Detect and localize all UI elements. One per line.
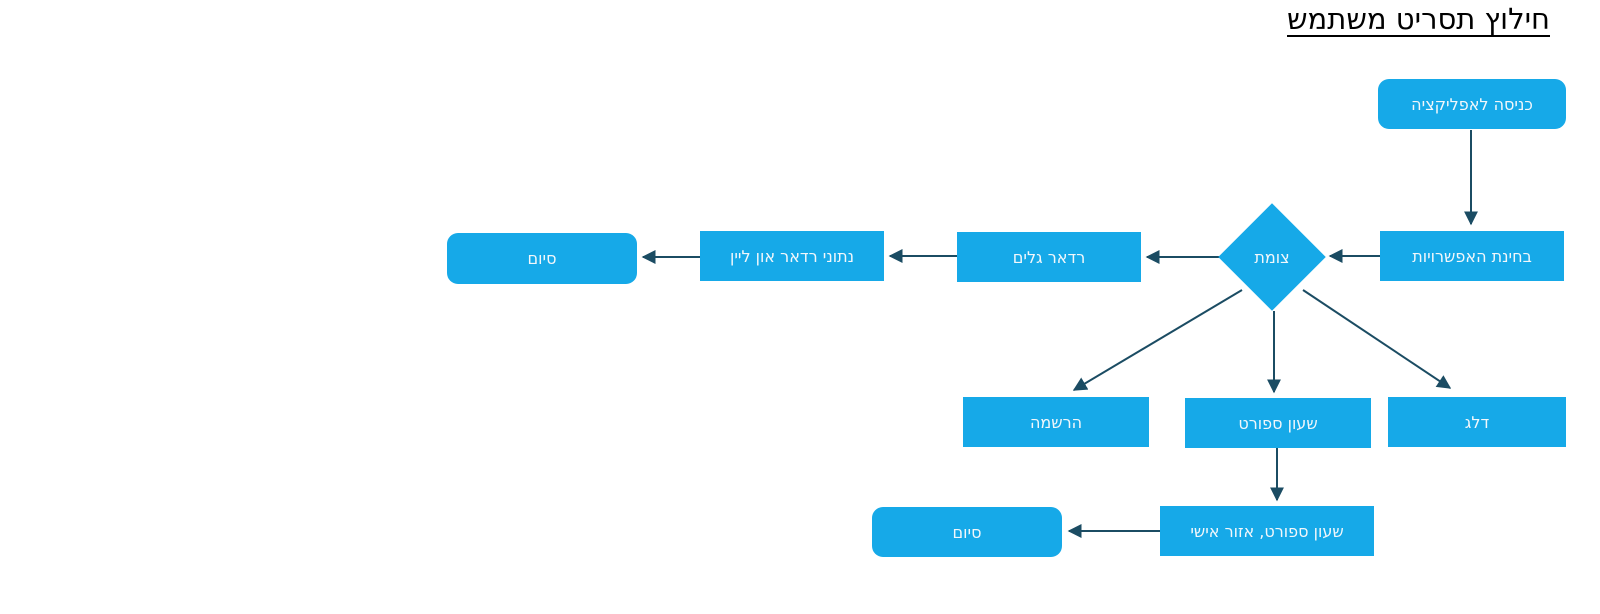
diagram-title: חילוץ תסריט משתמש: [1287, 2, 1550, 36]
edge-junction-skip: [1302, 289, 1452, 389]
node-entry: כניסה לאפליקציה: [1378, 79, 1566, 129]
node-signup: הרשמה: [963, 397, 1149, 447]
node-sport-personal: שעון ספורט, אזור אישי: [1160, 506, 1374, 556]
node-options: בחינת האפשרויות: [1380, 231, 1564, 281]
edge-junction-signup: [1072, 289, 1243, 391]
node-end-left: סיום: [447, 233, 637, 284]
node-radar: רדאר גלים: [957, 232, 1141, 282]
node-junction-label: צומת: [1254, 247, 1290, 267]
node-radar-data: נתוני רדאר און ליין: [700, 231, 884, 281]
node-end-bottom: סיום: [872, 507, 1062, 557]
node-sport-watch: שעון ספורט: [1185, 398, 1371, 448]
node-skip: דלג: [1388, 397, 1566, 447]
node-junction: צומת: [1218, 203, 1326, 311]
